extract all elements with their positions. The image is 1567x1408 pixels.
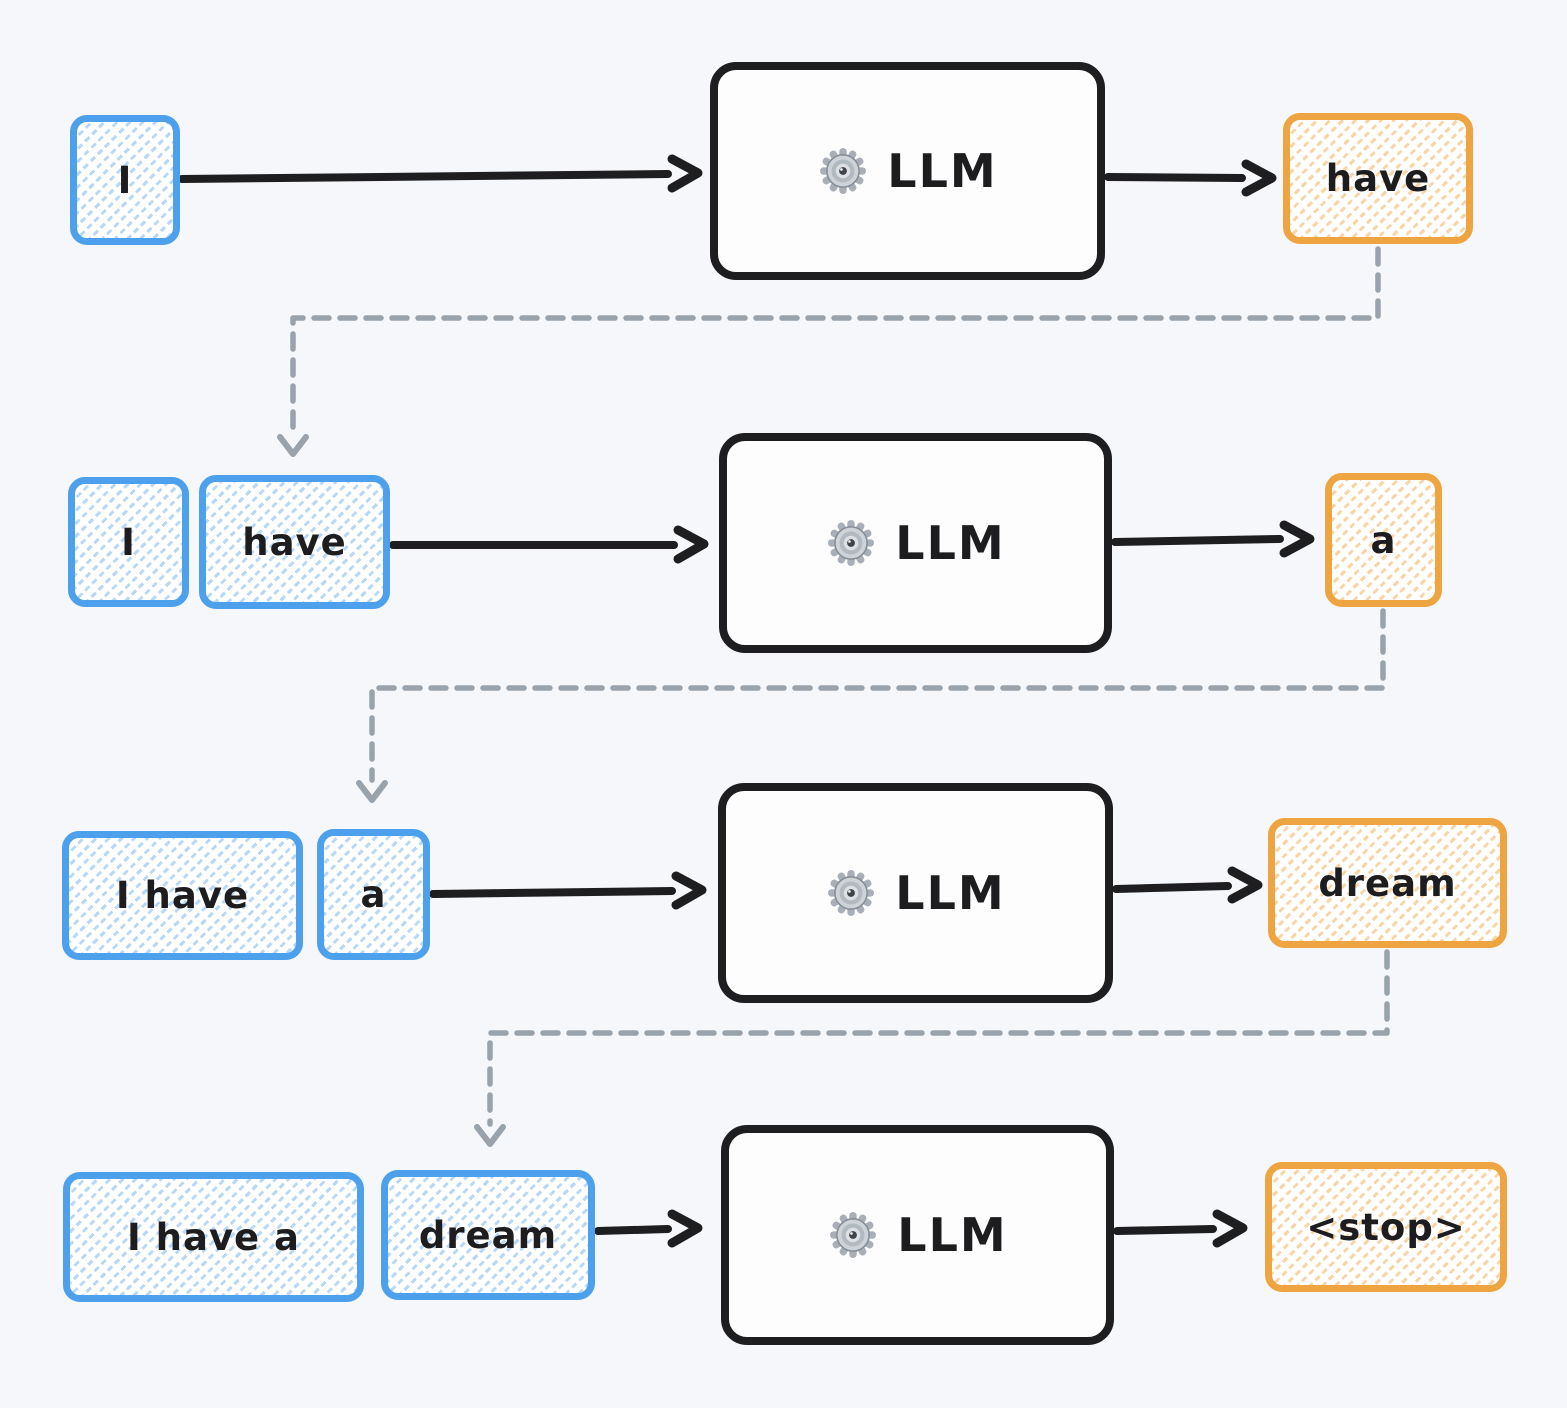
gear-icon	[825, 517, 877, 569]
arrow-row4-input	[594, 1209, 703, 1248]
llm-label: LLM	[895, 866, 1006, 920]
input-token-row2-1: I	[68, 477, 189, 607]
token-label: I have a	[126, 1215, 301, 1259]
gear-icon	[825, 867, 877, 919]
input-token-row3-1: I have	[62, 831, 303, 960]
arrow-row3-output	[1112, 866, 1263, 904]
arrow-row2-output	[1111, 520, 1315, 558]
output-token-row4: <stop>	[1265, 1162, 1507, 1292]
token-label: a	[1370, 518, 1397, 562]
gear-icon	[827, 1209, 879, 1261]
llm-label: LLM	[887, 144, 998, 198]
token-label: I	[121, 520, 136, 564]
token-label: <stop>	[1306, 1205, 1466, 1249]
input-token-row2-2: have	[199, 475, 390, 609]
arrow-row1-input	[178, 154, 703, 193]
token-label: a	[360, 873, 387, 916]
llm-box-row2: LLM	[719, 433, 1112, 653]
token-label: dream	[418, 1213, 558, 1257]
llm-box-row4: LLM	[721, 1125, 1114, 1345]
llm-box-row3: LLM	[718, 783, 1113, 1003]
token-label: have	[1325, 157, 1431, 200]
input-token-row4-1: I have a	[63, 1172, 364, 1302]
input-token-row4-2: dream	[381, 1170, 595, 1300]
output-token-row3: dream	[1268, 818, 1507, 948]
arrow-row2-input	[389, 525, 709, 564]
arrow-row3-input	[429, 871, 707, 910]
arrow-row1-output	[1104, 159, 1277, 197]
token-label: dream	[1318, 861, 1457, 905]
arrow-row4-output	[1113, 1209, 1248, 1248]
token-label: I	[117, 158, 133, 202]
gear-icon	[817, 145, 869, 197]
output-token-row1: have	[1283, 113, 1473, 244]
llm-label: LLM	[897, 1208, 1008, 1262]
input-token-row1-1: I	[70, 115, 180, 245]
input-token-row3-2: a	[317, 829, 430, 960]
token-label: I have	[115, 874, 250, 917]
token-label: have	[242, 520, 347, 564]
output-token-row2: a	[1325, 473, 1442, 607]
llm-box-row1: LLM	[710, 62, 1105, 280]
llm-label: LLM	[895, 516, 1006, 570]
